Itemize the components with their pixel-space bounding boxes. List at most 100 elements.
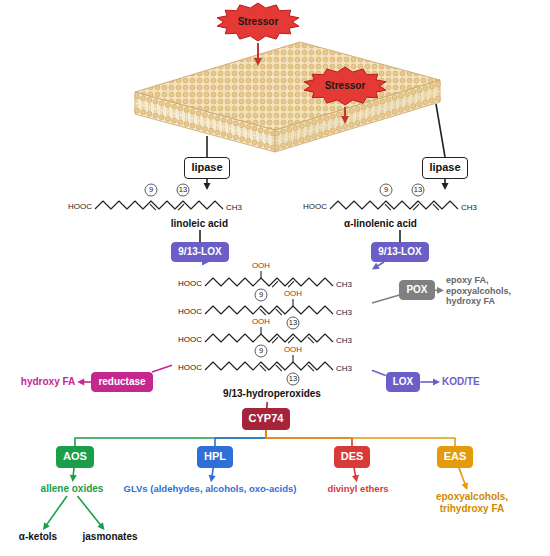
connector (78, 496, 105, 530)
connector (435, 287, 445, 294)
structure-label: CH3 (336, 281, 352, 289)
structure-label: CH3 (336, 365, 352, 373)
node-text: EAS (444, 450, 467, 463)
enzyme-box: AOS (56, 446, 94, 467)
structure-label: OOH (251, 262, 271, 270)
structure-label: HOOC (303, 203, 327, 211)
structure-label: 13 (414, 186, 422, 194)
product-text: jasmonates (81, 530, 140, 544)
node-text: CYP74 (249, 412, 284, 425)
connector (43, 496, 67, 530)
node-text: reductase (98, 376, 145, 388)
structure-label: 9 (259, 291, 263, 299)
connector (152, 365, 172, 372)
node-text: epoxy FA, epoxyalcohols, hydroxy FA (446, 275, 520, 307)
stress-arrow (257, 43, 259, 64)
enzyme-box: DES (334, 446, 371, 467)
enzyme-box: reductase (91, 372, 152, 392)
stress-arrow (344, 107, 346, 122)
node-text: Stressor (325, 80, 366, 92)
node-text: hydroxy FA (21, 376, 75, 388)
connector (372, 295, 399, 303)
structure-label: CH3 (336, 337, 352, 345)
structure-label: 13 (179, 186, 187, 194)
node-text: α-linolenic acid (344, 218, 496, 230)
node-text: 9/13-hydroperoxides (172, 388, 372, 400)
enzyme-box: lipase (184, 157, 229, 178)
connector (372, 262, 384, 269)
enzyme-box: EAS (437, 446, 474, 467)
connector (372, 370, 386, 375)
connector (215, 430, 266, 447)
connector (459, 468, 468, 490)
connector (400, 230, 401, 242)
structure-label: 9 (149, 186, 153, 194)
node-text: LOX (393, 376, 414, 388)
connector (441, 179, 448, 190)
node-text: epoxyalcohols, trihydroxy FA (424, 491, 520, 515)
product-text: GLVs (aldehydes, alcohols, oxo-acids) (110, 482, 310, 495)
enzyme-box: 9/13-LOX (371, 242, 428, 262)
connector (203, 179, 210, 190)
structure-label: CH3 (226, 204, 242, 212)
structure-label: HOOC (178, 308, 202, 316)
connector (352, 468, 359, 483)
structure-label: HOOC (178, 364, 202, 372)
structure-label: OOH (283, 346, 303, 354)
enzyme-box: POX (399, 280, 434, 300)
structure-label: HOOC (68, 203, 92, 211)
enzyme-box: CYP74 (242, 408, 291, 429)
node-text: divinyl ethers (327, 483, 388, 494)
node-text: AOS (63, 450, 87, 463)
enzyme-box: HPL (197, 446, 233, 467)
product-text: allene oxides (39, 482, 106, 496)
node-text: DES (341, 450, 364, 463)
structure-label: CH3 (336, 309, 352, 317)
node-text: linoleic acid (60, 218, 228, 230)
enzyme-box: 9/13-LOX (171, 242, 228, 262)
lipid-heads (134, 82, 440, 150)
connector (266, 430, 455, 447)
product-text: epoxyalcohols, trihydroxy FA (422, 490, 522, 516)
connector (200, 230, 201, 242)
node-text: 9/13-LOX (378, 246, 421, 258)
enzyme-box: LOX (386, 372, 421, 392)
structure-label: HOOC (178, 336, 202, 344)
membrane-top (135, 42, 440, 130)
stressor-burst: Stressor (215, 2, 301, 42)
structure-label: 9 (384, 186, 388, 194)
enzyme-box: lipase (422, 157, 467, 178)
membrane-line (436, 104, 445, 157)
node-text: lipase (429, 161, 460, 174)
connector (420, 379, 440, 386)
node-text: HPL (204, 450, 226, 463)
membrane-line (206, 136, 208, 157)
product-text: epoxy FA, epoxyalcohols, hydroxy FA (444, 274, 522, 308)
connector (70, 468, 77, 482)
structure-label: 13 (289, 319, 297, 327)
node-text: 9/13-LOX (178, 246, 221, 258)
product-text: α-ketols (17, 530, 59, 544)
structure-label: OOH (283, 290, 303, 298)
structure-label: OOH (251, 318, 271, 326)
node-text: lipase (191, 161, 222, 174)
connector (209, 468, 216, 483)
product-text: KOD/TE (440, 375, 482, 389)
chemical-structures (95, 184, 458, 385)
structure-label: 13 (289, 375, 297, 383)
node-text: KOD/TE (442, 376, 480, 388)
structure-label: HOOC (178, 280, 202, 288)
product-text: divinyl ethers (325, 482, 390, 495)
node-text: Stressor (238, 16, 279, 28)
structure-label: CH3 (461, 204, 477, 212)
connector (77, 379, 91, 386)
connector (75, 430, 266, 447)
structure-label: 9 (259, 347, 263, 355)
node-text: allene oxides (41, 483, 104, 495)
node-text: GLVs (aldehydes, alcohols, oxo-acids) (112, 483, 308, 494)
product-text: hydroxy FA (19, 375, 77, 389)
node-text: α-ketols (19, 531, 57, 543)
node-text: POX (406, 284, 427, 296)
stressor-burst: Stressor (302, 66, 388, 106)
